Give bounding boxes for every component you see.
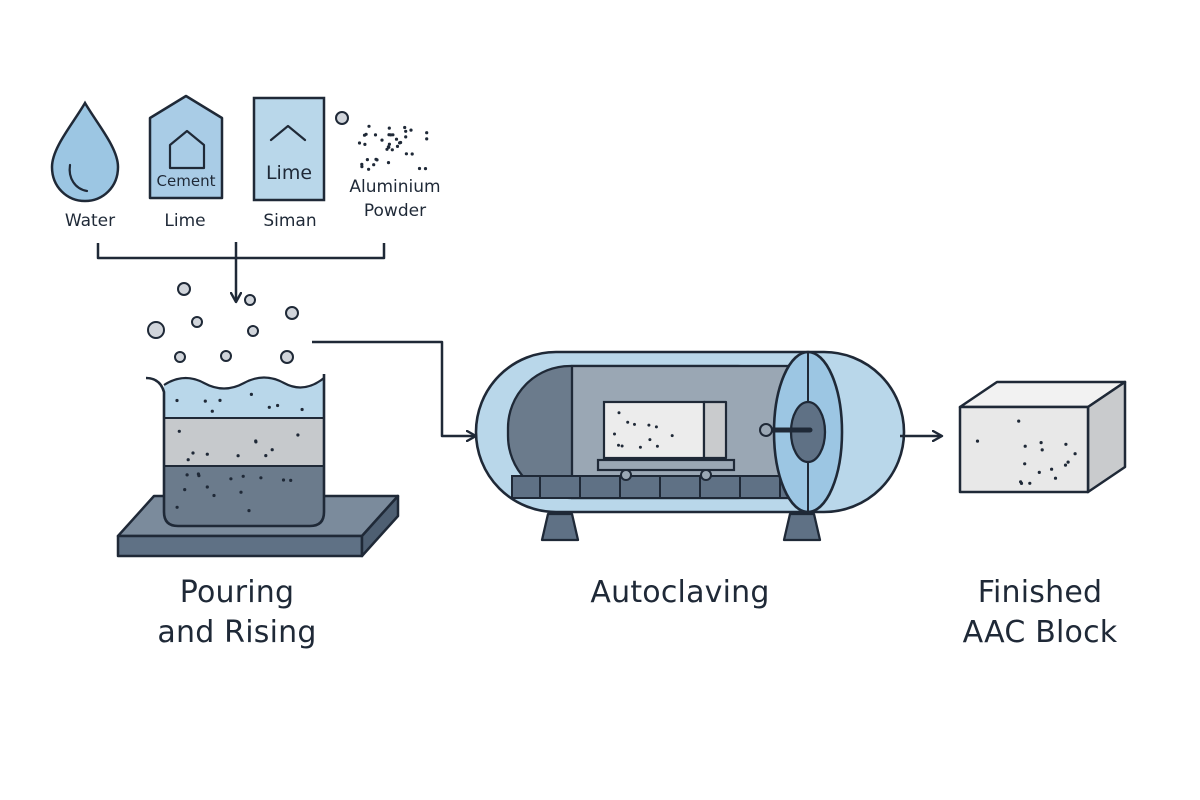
transfer-pipe (312, 340, 476, 436)
lime-bag-icon (252, 96, 326, 202)
lime-bag-label: Lime (265, 162, 313, 184)
finished-aac-block (958, 380, 1127, 494)
aluminium-powder-icon (335, 111, 429, 171)
stage-title-rising: and Rising (157, 615, 317, 650)
stage-title-finished: Finished (977, 575, 1103, 610)
gas-bubbles (147, 282, 299, 364)
stage-title-autoclaving: Autoclaving (590, 575, 770, 610)
ingredient-label-aluminium: Aluminium (349, 177, 441, 197)
ingredient-bracket (96, 242, 386, 302)
ingredient-label-water: Water (64, 211, 116, 231)
water-drop-icon (50, 100, 120, 203)
stage-title-pouring: Pouring (179, 575, 295, 610)
ingredient-label-lime: Lime (164, 211, 206, 231)
cement-bag-label: Cement (156, 172, 216, 190)
autoclave-vessel (474, 350, 906, 542)
ingredient-label-powder: Powder (363, 201, 427, 221)
cement-bag-icon (148, 94, 224, 200)
ingredient-label-siman: Siman (263, 211, 317, 231)
stage-title-aac-block: AAC Block (962, 615, 1118, 650)
mixing-beaker (145, 374, 326, 528)
